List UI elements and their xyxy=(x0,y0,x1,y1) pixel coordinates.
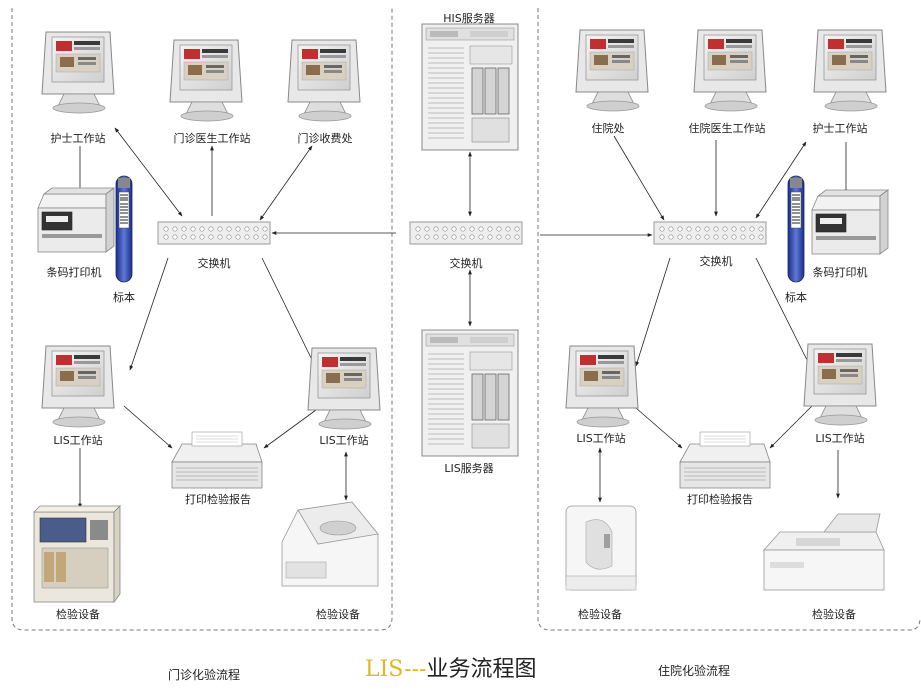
edge-switch-left-lis1 xyxy=(129,257,169,371)
edge-switch-right-lis2 xyxy=(755,257,813,371)
edge-switch-left-lis2 xyxy=(261,257,317,369)
monitor-lis-station-2-right xyxy=(803,343,877,426)
lis-server xyxy=(421,329,519,457)
label-specimen-left: 标本 xyxy=(113,291,135,304)
label-lis-server: LIS服务器 xyxy=(444,462,494,475)
edge-lis2-report-left xyxy=(263,409,317,449)
label-device-2-left: 检验设备 xyxy=(316,608,360,621)
label-nurse-station-left: 护士工作站 xyxy=(50,132,106,145)
edge-nurse-switch-right xyxy=(755,141,807,219)
label-nurse-station-right: 护士工作站 xyxy=(812,122,868,135)
title-lis: LIS--- xyxy=(365,657,427,682)
label-device-2-right: 检验设备 xyxy=(812,608,856,621)
label-barcode-printer-right: 条码打印机 xyxy=(812,266,868,279)
barcode-printer-right xyxy=(811,189,889,255)
label-report-printer-left: 打印检验报告 xyxy=(185,493,251,506)
report-printer-left xyxy=(171,431,263,489)
monitor-doctor-station-right xyxy=(693,29,767,112)
monitor-lis-station-1-left xyxy=(41,345,115,428)
switch-left xyxy=(157,221,271,245)
specimen-tube-left xyxy=(115,175,133,283)
switch-center xyxy=(409,221,523,245)
label-device-1-right: 检验设备 xyxy=(578,608,622,621)
connections xyxy=(78,127,848,509)
edge-nurse-switch-left xyxy=(114,127,183,217)
caption-outpatient: 门诊化验流程 xyxy=(168,668,241,682)
caption-inpatient: 住院化验流程 xyxy=(658,664,731,678)
label-device-1-left: 检验设备 xyxy=(56,608,100,621)
label-switch-left: 交换机 xyxy=(197,257,231,270)
report-printer-right xyxy=(679,431,771,489)
page-title: LIS---业务流程图 xyxy=(365,651,537,683)
lab-device-2-right xyxy=(763,513,885,591)
label-specimen-right: 标本 xyxy=(785,291,807,304)
monitor-billing-left xyxy=(287,39,361,122)
monitor-nurse-station-right xyxy=(813,29,887,112)
edge-billing-switch-left xyxy=(259,145,313,221)
switch-right xyxy=(653,221,767,245)
label-his-server: HIS服务器 xyxy=(443,12,495,25)
edge-lis1-report-right xyxy=(635,407,683,449)
his-server xyxy=(421,23,519,151)
outpatient-section-border xyxy=(11,8,393,631)
label-lis-station-1-left: LIS工作站 xyxy=(53,434,103,447)
monitor-lis-station-2-left xyxy=(307,347,381,430)
lab-device-1-right xyxy=(565,505,637,591)
monitor-lis-station-1-right xyxy=(565,345,639,428)
monitor-doctor-station-left xyxy=(169,39,243,122)
label-lis-station-2-left: LIS工作站 xyxy=(319,434,369,447)
monitor-admission-right xyxy=(575,29,649,112)
label-lis-station-2-right: LIS工作站 xyxy=(815,432,865,445)
monitor-nurse-station-left xyxy=(41,31,115,114)
label-barcode-printer-left: 条码打印机 xyxy=(46,266,102,279)
label-report-printer-right: 打印检验报告 xyxy=(687,493,753,506)
edge-admission-switch-right xyxy=(613,135,665,221)
label-doctor-station-left: 门诊医生工作站 xyxy=(173,132,251,145)
edge-lis1-report-left xyxy=(123,405,173,449)
lab-device-2-left xyxy=(281,501,379,587)
label-switch-right: 交换机 xyxy=(699,255,733,268)
specimen-tube-right xyxy=(787,175,805,283)
lab-device-1-left xyxy=(33,505,121,603)
edge-switch-right-lis1 xyxy=(635,257,671,367)
label-admission-right: 住院处 xyxy=(591,122,625,135)
label-billing-left: 门诊收费处 xyxy=(297,132,353,145)
title-rest: 业务流程图 xyxy=(426,657,537,682)
barcode-printer-left xyxy=(37,187,115,253)
label-lis-station-1-right: LIS工作站 xyxy=(576,432,626,445)
label-doctor-station-right: 住院医生工作站 xyxy=(688,122,766,135)
label-switch-center: 交换机 xyxy=(449,257,483,270)
edge-lis2-report-right xyxy=(769,399,819,449)
